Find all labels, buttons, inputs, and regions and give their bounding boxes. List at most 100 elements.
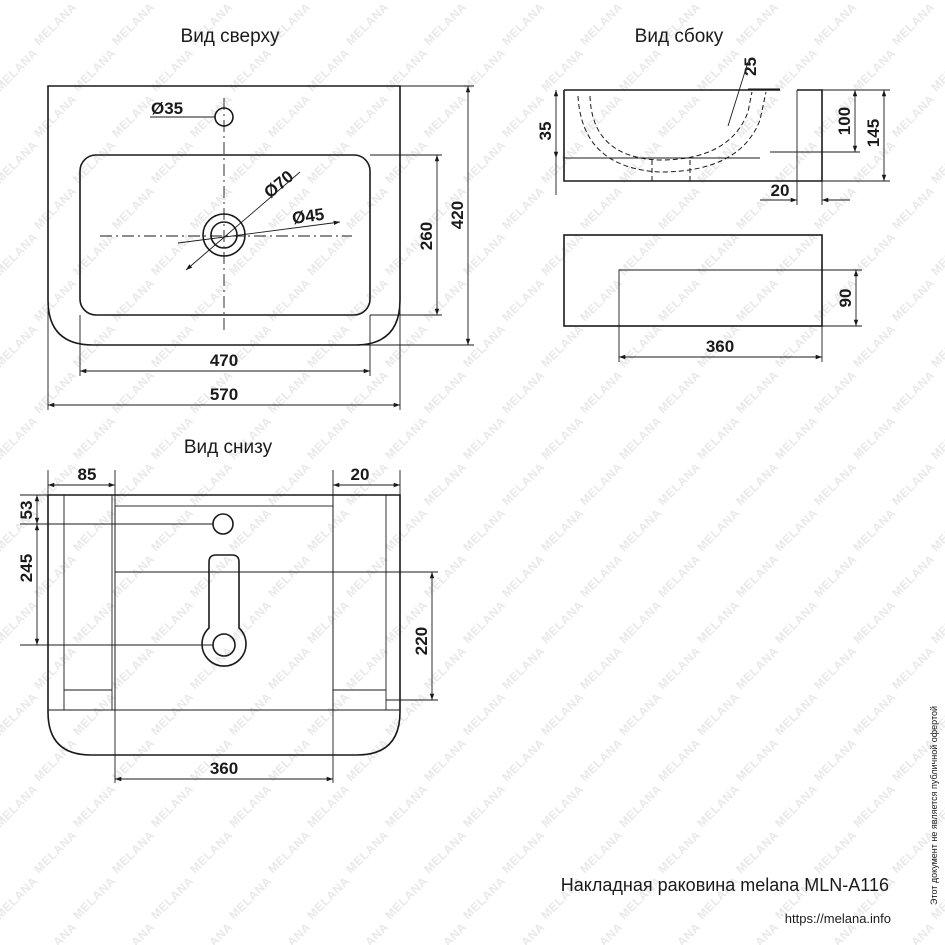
watermark-text: MELANA [655, 368, 703, 416]
watermark-text: MELANA [577, 828, 625, 876]
watermark-text: MELANA [772, 598, 820, 646]
watermark-text: MELANA [31, 368, 79, 416]
watermark-text: MELANA [0, 184, 2, 232]
watermark-text: MELANA [70, 414, 118, 462]
watermark-text: MELANA [655, 92, 703, 140]
watermark-text: MELANA [343, 184, 391, 232]
website-link[interactable]: https://melana.info [785, 911, 891, 926]
watermark-text: MELANA [382, 138, 430, 186]
watermark-text: MELANA [148, 598, 196, 646]
watermark-text: MELANA [460, 782, 508, 830]
watermark-text: MELANA [382, 0, 430, 2]
watermark-text: MELANA [0, 368, 2, 416]
left-offset-label: 85 [78, 465, 97, 484]
watermark-text: MELANA [382, 506, 430, 554]
watermark-text: MELANA [226, 690, 274, 738]
watermark-text: MELANA [616, 506, 664, 554]
watermark-text: MELANA [772, 414, 820, 462]
watermark-text: MELANA [772, 690, 820, 738]
watermark-text: MELANA [889, 644, 937, 692]
right-offset-label: 20 [351, 465, 370, 484]
watermark-text: MELANA [850, 46, 898, 94]
watermark-text: MELANA [850, 690, 898, 738]
watermark-text: MELANA [772, 230, 820, 278]
watermark-text: MELANA [850, 598, 898, 646]
watermark-text: MELANA [70, 782, 118, 830]
watermark-text: MELANA [577, 276, 625, 324]
watermark-text: MELANA [850, 414, 898, 462]
watermark-text: MELANA [70, 46, 118, 94]
side-base-inner [618, 269, 822, 326]
watermark-text: MELANA [0, 46, 41, 94]
watermark-text: MELANA [265, 552, 313, 600]
watermark-text: MELANA [304, 782, 352, 830]
watermark-text: MELANA [733, 92, 781, 140]
side-bowl-hidden-outer [577, 91, 767, 173]
watermark-text: MELANA [889, 460, 937, 508]
watermark-text: MELANA [70, 690, 118, 738]
watermark-text: MELANA [148, 782, 196, 830]
watermark-text: MELANA [265, 92, 313, 140]
watermark-text: MELANA [850, 230, 898, 278]
watermark-text: MELANA [0, 828, 2, 876]
watermark-text: MELANA [694, 46, 742, 94]
watermark-text: MELANA [226, 138, 274, 186]
watermark-text: MELANA [577, 460, 625, 508]
watermark-text: MELANA [889, 368, 937, 416]
watermark-text: MELANA [811, 644, 859, 692]
watermark-text: MELANA [538, 46, 586, 94]
watermark-text: MELANA [460, 874, 508, 922]
watermark-text: MELANA [928, 46, 945, 94]
watermark-text: MELANA [655, 828, 703, 876]
watermark-text: MELANA [382, 46, 430, 94]
watermark-text: MELANA [811, 552, 859, 600]
watermark-text: MELANA [31, 552, 79, 600]
watermark-text: MELANA [421, 920, 469, 945]
watermark-text: MELANA [343, 92, 391, 140]
watermark-text: MELANA [304, 874, 352, 922]
watermark-text: MELANA [499, 184, 547, 232]
watermark-text: MELANA [226, 506, 274, 554]
watermark-text: MELANA [655, 184, 703, 232]
watermark-text: MELANA [0, 690, 41, 738]
watermark-text: MELANA [928, 414, 945, 462]
watermark-text: MELANA [616, 782, 664, 830]
watermark-text: MELANA [577, 552, 625, 600]
watermark-text: MELANA [70, 598, 118, 646]
base-width-label: 360 [706, 337, 734, 356]
watermark-text: MELANA [538, 322, 586, 370]
overall-depth-label: 420 [448, 201, 467, 229]
watermark-text: MELANA [0, 644, 2, 692]
left-rail [63, 494, 113, 711]
watermark-text: MELANA [694, 230, 742, 278]
slope-leader [727, 61, 749, 127]
watermark-text: MELANA [772, 46, 820, 94]
wall-label: 20 [771, 181, 790, 200]
watermark-text: MELANA [616, 690, 664, 738]
watermark-text: MELANA [31, 184, 79, 232]
watermark-text: MELANA [31, 0, 79, 48]
watermark-text: MELANA [304, 598, 352, 646]
watermark-text: MELANA [421, 552, 469, 600]
watermark-text: MELANA [265, 460, 313, 508]
watermark-text: MELANA [460, 46, 508, 94]
watermark-text: MELANA [148, 138, 196, 186]
watermark-text: MELANA [538, 598, 586, 646]
watermark-text: MELANA [109, 920, 157, 945]
watermark-text: MELANA [382, 782, 430, 830]
watermark-text: MELANA [31, 644, 79, 692]
watermark-text: MELANA [31, 920, 79, 945]
bottom-base-width-label: 360 [210, 759, 238, 778]
watermark-text: MELANA [382, 690, 430, 738]
watermark-text: MELANA [187, 920, 235, 945]
watermark-text: MELANA [0, 138, 41, 186]
watermark-text: MELANA [421, 276, 469, 324]
watermark-text: MELANA [538, 0, 586, 2]
watermark-text: MELANA [421, 368, 469, 416]
watermark-text: MELANA [0, 920, 2, 945]
watermark-text: MELANA [499, 644, 547, 692]
watermark-text: MELANA [109, 736, 157, 784]
watermark-text: MELANA [655, 552, 703, 600]
side-bowl-hidden [589, 91, 753, 161]
